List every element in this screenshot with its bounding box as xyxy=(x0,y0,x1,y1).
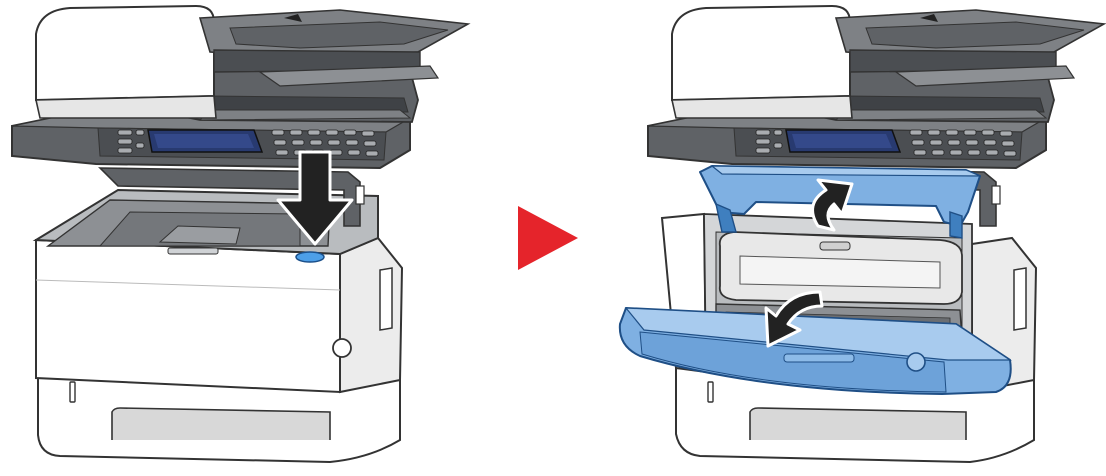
front-cover-handle xyxy=(906,352,926,372)
document-processor-cover xyxy=(35,4,215,102)
printer-opened xyxy=(618,4,1106,464)
next-step-arrow-icon xyxy=(518,206,578,270)
down-arrow-icon xyxy=(276,150,354,246)
down-curved-arrow-icon xyxy=(764,290,824,348)
cover-release-button[interactable] xyxy=(295,251,325,263)
front-cover-handle xyxy=(332,338,352,358)
front-cover xyxy=(35,238,341,394)
document-processor-cover xyxy=(671,4,851,102)
up-curved-arrow-icon xyxy=(811,178,854,232)
printer-closed xyxy=(11,4,471,464)
